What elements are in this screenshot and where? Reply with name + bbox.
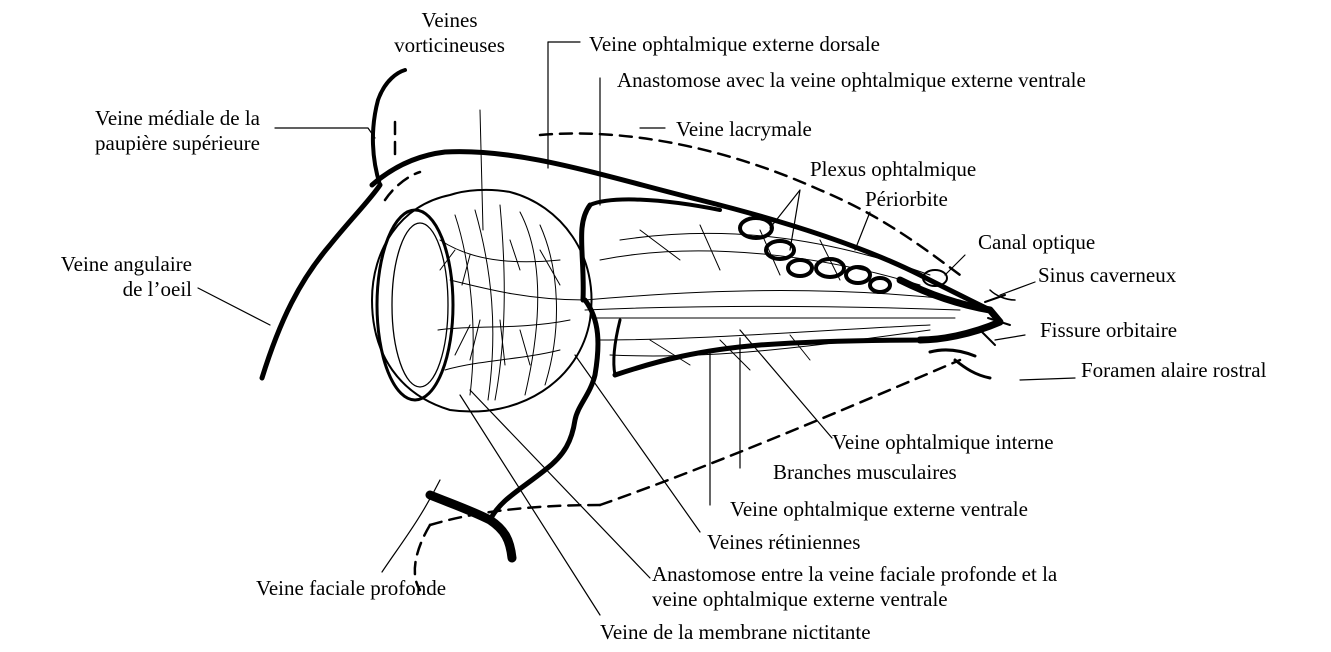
veine-angulaire bbox=[262, 70, 405, 378]
label-veines-vorticineuses: Veines vorticineuses bbox=[392, 8, 507, 58]
label-veine-ophtalmique-externe-ventrale: Veine ophtalmique externe ventrale bbox=[730, 497, 1028, 522]
label-veine-ophtalmique-externe-dorsale: Veine ophtalmique externe dorsale bbox=[589, 32, 880, 57]
label-anastomose-veine-ventrale: Anastomose avec la veine ophtalmique ext… bbox=[617, 68, 1086, 93]
label-veine-angulaire: Veine angulaire de l’oeil bbox=[0, 252, 192, 302]
eyeball bbox=[372, 110, 592, 412]
label-veine-mediale-paupiere: Veine médiale de la paupière supérieure bbox=[40, 106, 260, 156]
label-foramen-alaire-rostral: Foramen alaire rostral bbox=[1081, 358, 1266, 383]
label-veine-lacrymale: Veine lacrymale bbox=[676, 117, 812, 142]
muscle-cone bbox=[585, 225, 960, 370]
label-plexus-ophtalmique: Plexus ophtalmique bbox=[810, 157, 976, 182]
leader-lines bbox=[198, 42, 1075, 615]
label-veine-membrane-nictitante: Veine de la membrane nictitante bbox=[600, 620, 871, 645]
label-branches-musculaires: Branches musculaires bbox=[773, 460, 957, 485]
label-periorbite: Périorbite bbox=[865, 187, 948, 212]
label-canal-optique: Canal optique bbox=[978, 230, 1095, 255]
label-fissure-orbitaire: Fissure orbitaire bbox=[1040, 318, 1177, 343]
label-veine-ophtalmique-interne: Veine ophtalmique interne bbox=[832, 430, 1054, 455]
label-veines-retiniennes: Veines rétiniennes bbox=[707, 530, 860, 555]
label-veine-faciale-profonde: Veine faciale profonde bbox=[256, 576, 446, 601]
label-sinus-caverneux: Sinus caverneux bbox=[1038, 263, 1176, 288]
label-anastomose-faciale: Anastomose entre la veine faciale profon… bbox=[652, 562, 1057, 612]
